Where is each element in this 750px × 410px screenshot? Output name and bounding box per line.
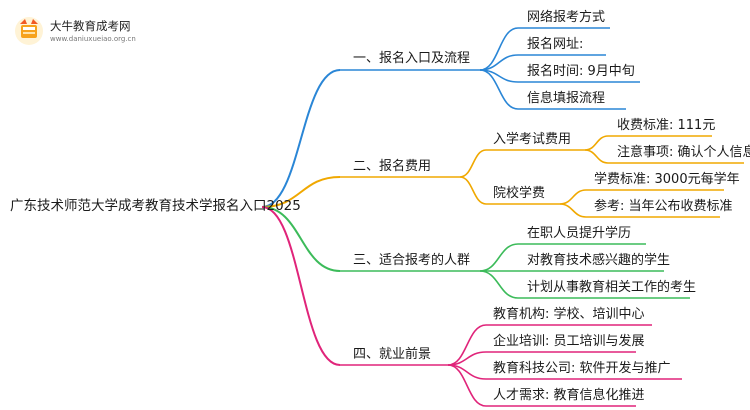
connector-b2-i1-child-1 [584, 135, 609, 151]
connector-b4-item-4 [447, 364, 487, 407]
branch-2-item-1-child-2: 注意事项: 确认个人信息 [617, 145, 750, 160]
book-logo-icon [15, 17, 43, 45]
branch-2-item-2-child-2: 参考: 当年公布收费标准 [594, 199, 733, 214]
connector-b1-item-4 [479, 69, 519, 110]
branch-4-item-2: 企业培训: 员工培训与发展 [493, 334, 645, 349]
branch-3-item-1: 在职人员提升学历 [527, 226, 632, 241]
connector-root-branch-1 [261, 69, 341, 208]
connector-root-branch-4 [261, 206, 341, 366]
branch-1-item-1: 网络报考方式 [527, 10, 606, 25]
branch-2-item-1-child-1: 收费标准: 111元 [617, 118, 716, 133]
logo-url: www.daniuxueiao.org.cn [50, 35, 136, 43]
connector-b2-i2-child-2 [559, 203, 587, 218]
branch-4-label: 四、就业前景 [353, 347, 432, 362]
branch-2-item-2: 院校学费 [493, 186, 546, 201]
branch-3-item-3: 计划从事教育相关工作的考生 [527, 280, 697, 295]
connector-b3-item-3 [479, 270, 519, 299]
connector-b2-i1-child-2 [584, 149, 609, 164]
branch-4-item-3: 教育科技公司: 软件开发与推广 [493, 361, 671, 376]
branch-1-item-4: 信息填报流程 [527, 91, 606, 106]
connector-b1-item-1 [479, 27, 519, 71]
connector-b2-i2-child-1 [559, 189, 587, 205]
connector-b2-item-1 [459, 149, 487, 178]
branch-2-item-2-child-1: 学费标准: 3000元每学年 [594, 172, 740, 187]
branch-1-label: 一、报名入口及流程 [353, 51, 471, 66]
connector-b3-item-1 [479, 243, 519, 272]
branch-4-item-4: 人才需求: 教育信息化推进 [493, 388, 645, 403]
logo-name: 大牛教育成考网 [50, 19, 131, 33]
connector-root-branch-2 [261, 176, 341, 208]
branch-1-item-3: 报名时间: 9月中旬 [527, 64, 635, 79]
connector-root-branch-3 [261, 206, 341, 272]
branch-2-label: 二、报名费用 [353, 159, 432, 174]
branch-3-label: 三、适合报考的人群 [353, 253, 471, 268]
connector-b4-item-1 [447, 324, 487, 366]
branch-1-item-2: 报名网址: [527, 37, 584, 52]
site-logo: 大牛教育成考网 www.daniuxueiao.org.cn [14, 14, 144, 48]
connector-b2-item-2 [459, 176, 487, 205]
branch-2-item-1: 入学考试费用 [493, 132, 572, 147]
branch-3-item-2: 对教育技术感兴趣的学生 [527, 253, 671, 268]
branch-4-item-1: 教育机构: 学校、培训中心 [493, 307, 645, 322]
root-topic: 广东技术师范大学成考教育技术学报名入口2025 [10, 198, 301, 214]
